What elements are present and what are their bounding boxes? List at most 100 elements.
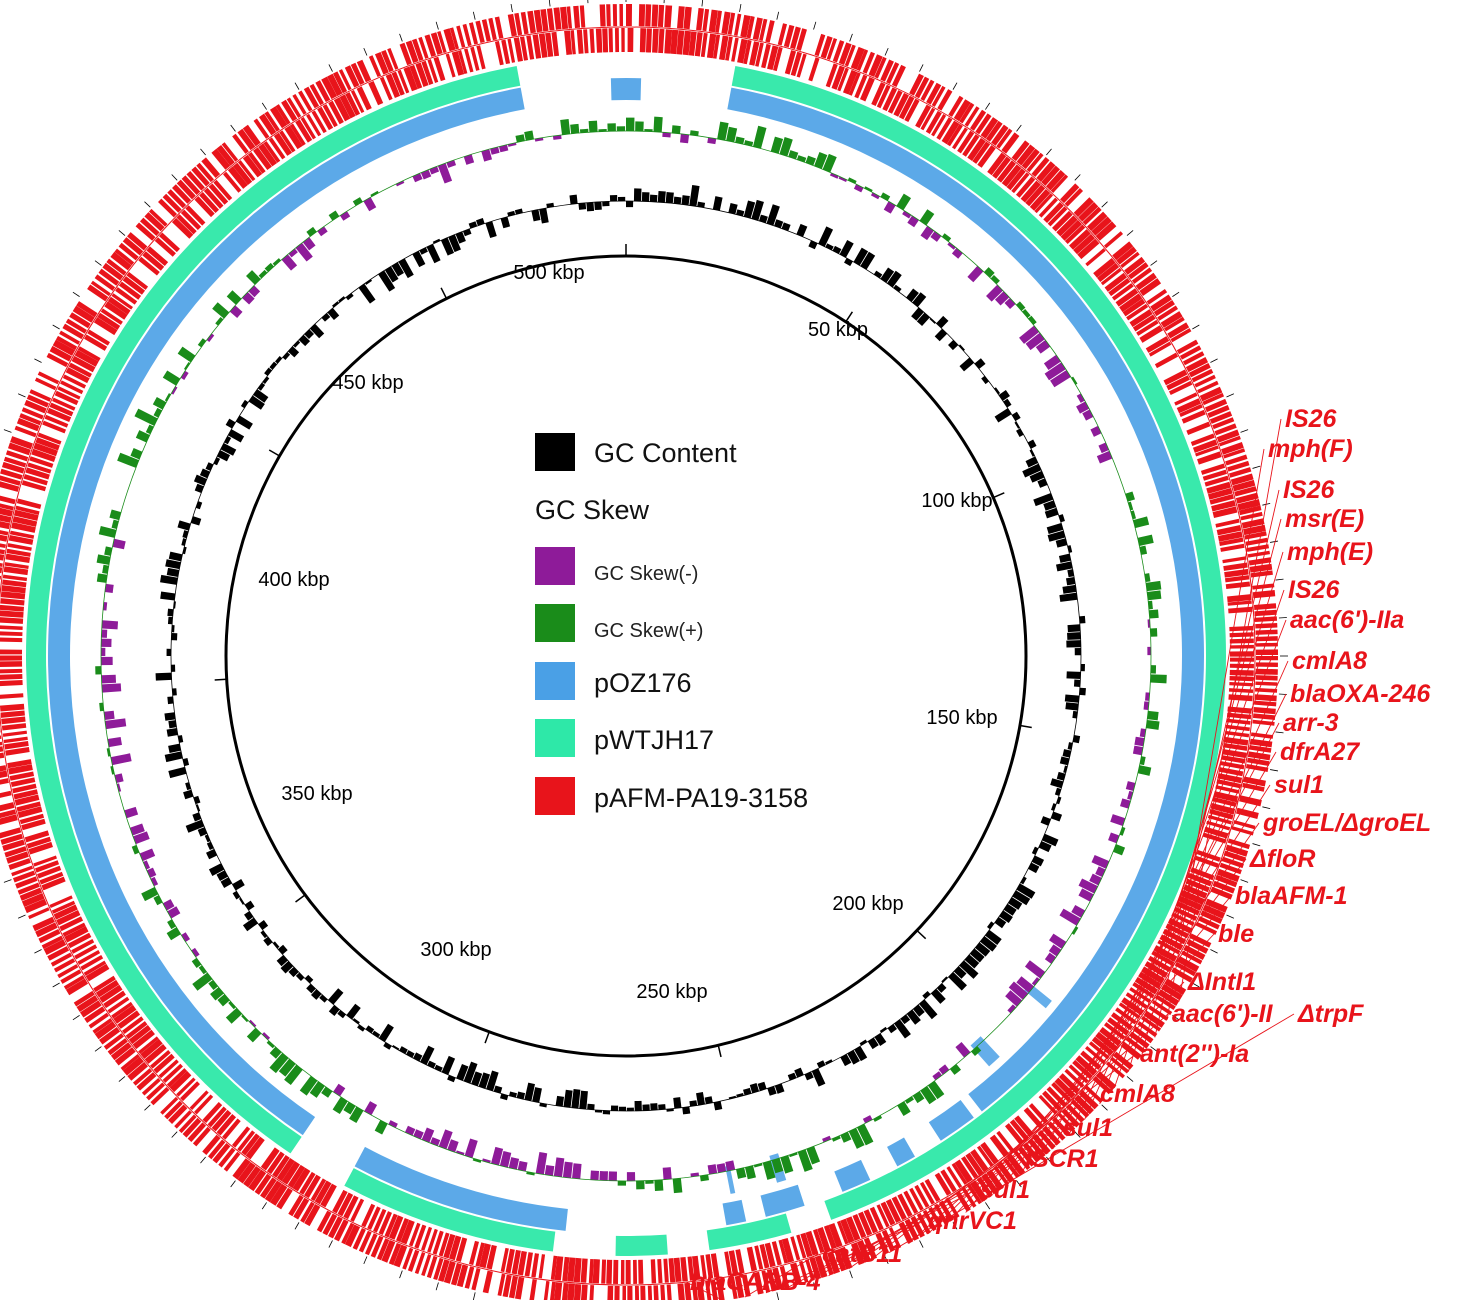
gc-skew-bar xyxy=(967,265,984,283)
cds-forward xyxy=(1255,662,1278,668)
cds-reverse xyxy=(670,29,679,55)
gc-skew-bar xyxy=(770,136,784,154)
gc-skew-bar xyxy=(1113,844,1126,856)
cds-reverse xyxy=(118,281,142,300)
cds-reverse xyxy=(589,28,595,54)
cds-forward xyxy=(567,1283,575,1300)
cds-reverse xyxy=(125,1021,148,1040)
cds-reverse xyxy=(645,28,652,53)
cds-forward xyxy=(1047,1121,1066,1141)
gc-content-bar xyxy=(658,1104,666,1110)
cds-forward xyxy=(705,1280,712,1300)
gc-content-bar xyxy=(160,591,176,601)
cds-reverse xyxy=(279,130,296,153)
cds-reverse xyxy=(1052,210,1073,232)
cds-reverse xyxy=(694,32,703,57)
gc-skew-bar xyxy=(124,806,139,819)
cds-reverse xyxy=(0,693,24,699)
cds-reverse xyxy=(977,1145,994,1168)
gc-skew-bar xyxy=(1146,719,1160,730)
cds-reverse xyxy=(852,1214,867,1239)
gc-skew-bar xyxy=(822,1135,832,1143)
cds-forward xyxy=(566,6,573,29)
cds-forward xyxy=(886,62,900,84)
cds-reverse xyxy=(1216,524,1242,536)
gc-content-bar xyxy=(166,648,172,656)
cds-reverse xyxy=(825,63,838,88)
cds-forward xyxy=(1243,524,1266,536)
cds-reverse xyxy=(507,38,516,63)
outer-tick xyxy=(399,1270,403,1279)
cds-forward xyxy=(315,80,331,103)
gc-content-bar xyxy=(306,983,316,994)
cds-reverse xyxy=(421,1226,433,1251)
gc-content-bar xyxy=(399,1046,408,1054)
cds-reverse xyxy=(211,1109,232,1132)
cds-reverse xyxy=(700,32,708,58)
gc-skew-bar xyxy=(1150,674,1167,684)
gc-content-bar xyxy=(774,219,784,229)
gc-content-bar xyxy=(384,266,399,283)
cds-forward xyxy=(216,144,235,166)
gc-content-bar xyxy=(432,238,441,244)
gc-content-bar xyxy=(634,1100,642,1111)
cds-reverse xyxy=(111,293,133,310)
outer-tick xyxy=(1126,1076,1134,1082)
cds-forward xyxy=(1255,681,1278,686)
cds-forward xyxy=(1197,380,1219,394)
cds-reverse xyxy=(350,90,365,114)
gc-content-bar xyxy=(440,237,455,256)
cds-reverse xyxy=(965,1152,984,1176)
cds-forward xyxy=(73,990,95,1007)
cds-reverse xyxy=(1129,987,1152,1004)
gc-skew-bar xyxy=(1128,501,1134,511)
cds-forward xyxy=(626,4,633,27)
cds-reverse xyxy=(103,990,126,1009)
cds-reverse xyxy=(128,1025,152,1045)
gc-content-bar xyxy=(264,367,272,376)
cds-reverse xyxy=(1223,736,1249,746)
cds-reverse xyxy=(295,119,313,143)
gc-skew-bar xyxy=(455,1150,465,1156)
cds-forward xyxy=(29,389,52,402)
cds-reverse xyxy=(0,598,25,606)
cds-reverse xyxy=(1218,767,1244,777)
gc-skew-bar xyxy=(806,1146,821,1165)
gc-skew-bar xyxy=(864,186,873,193)
gc-content-bar xyxy=(844,258,853,267)
cds-forward xyxy=(110,1042,132,1061)
cds-reverse xyxy=(576,29,584,54)
cds-reverse xyxy=(1212,506,1238,518)
cds-forward xyxy=(139,217,160,237)
gc-content-bar xyxy=(357,1024,366,1032)
cds-reverse xyxy=(468,1240,480,1266)
cds-reverse xyxy=(519,36,529,61)
cds-reverse xyxy=(476,45,486,70)
cds-forward xyxy=(657,4,665,28)
gc-content-bar xyxy=(182,546,187,555)
gc-skew-bar xyxy=(167,919,176,930)
gc-content-bar xyxy=(1058,553,1071,563)
gc-content-bar xyxy=(456,1063,469,1081)
cds-reverse xyxy=(1046,1086,1067,1107)
outer-tick xyxy=(328,1240,333,1248)
gene-label: catB11 xyxy=(822,1240,902,1268)
cds-reverse xyxy=(5,553,31,563)
cds-reverse xyxy=(1097,262,1120,282)
gc-skew-bar xyxy=(498,144,509,153)
gc-skew-bar xyxy=(840,1131,852,1143)
cds-forward xyxy=(456,1264,469,1288)
gc-content-bar xyxy=(282,352,291,360)
cds-forward xyxy=(107,1038,128,1056)
gc-content-bar xyxy=(486,1070,499,1092)
cds-forward xyxy=(959,102,975,124)
gc-content-bar xyxy=(934,328,948,342)
cds-reverse xyxy=(754,1245,764,1270)
cds-reverse xyxy=(1136,319,1159,336)
gc-content-bar xyxy=(298,334,311,347)
outer-tick xyxy=(1046,148,1052,156)
cds-reverse xyxy=(1060,219,1083,241)
outer-tick xyxy=(230,124,236,132)
cds-forward xyxy=(926,82,942,105)
cds-forward xyxy=(1252,719,1275,726)
